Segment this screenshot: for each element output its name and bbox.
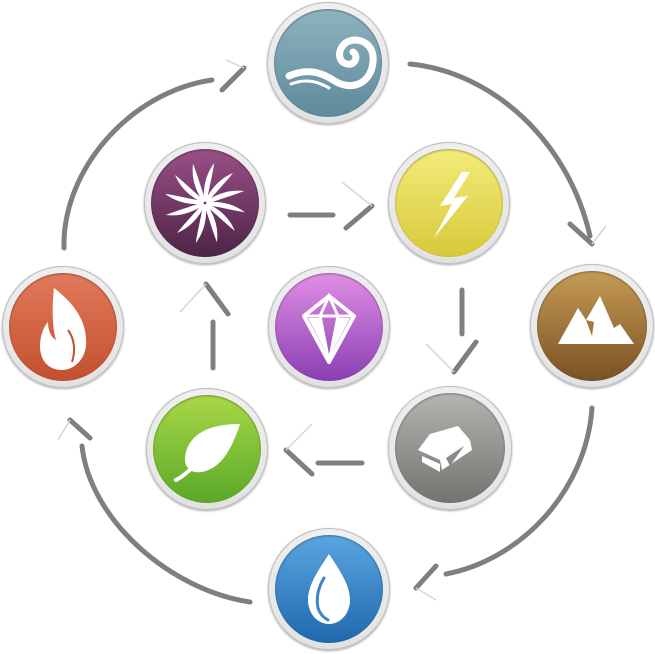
arrow-fire-to-air-head — [219, 65, 247, 93]
node-metal: Metal — [388, 386, 512, 510]
arrow-air-to-earth-head — [567, 221, 595, 247]
arrow-air-to-earth — [407, 61, 593, 239]
lightning-bolt-icon — [434, 172, 470, 238]
node-lightning: Lightning — [388, 142, 510, 264]
diamond-icon — [302, 292, 356, 364]
arrow-nature-to-energy-head — [203, 281, 231, 317]
energy-face — [151, 149, 259, 257]
ingot-icon — [418, 426, 472, 472]
node-nature: Nature — [146, 388, 268, 510]
wind-swirl-icon — [285, 36, 377, 90]
node-water: Water — [268, 528, 390, 650]
arrow-water-to-fire — [79, 443, 253, 605]
arrow-energy-to-lightning-head — [343, 203, 375, 231]
air-face — [274, 9, 382, 117]
arrow-metal-to-nature-head — [283, 447, 315, 477]
node-earth: Earth — [530, 264, 654, 388]
arrow-earth-to-water-head — [413, 563, 439, 591]
flame-icon — [40, 288, 87, 370]
node-fire: Fire — [2, 266, 124, 388]
arrow-fire-to-air — [61, 77, 215, 251]
arrow-earth-to-water — [443, 405, 595, 577]
arrow-water-to-fire-head — [67, 417, 93, 441]
mountain-icon — [558, 296, 634, 344]
water-drop-icon — [308, 554, 350, 624]
node-crystal: Crystal — [268, 266, 390, 388]
spiral-vortex-icon — [165, 163, 245, 243]
arrow-lightning-to-metal-head — [451, 339, 479, 375]
node-air: Air — [267, 2, 389, 124]
node-energy: Energy — [144, 142, 266, 264]
leaf-icon — [174, 424, 240, 482]
